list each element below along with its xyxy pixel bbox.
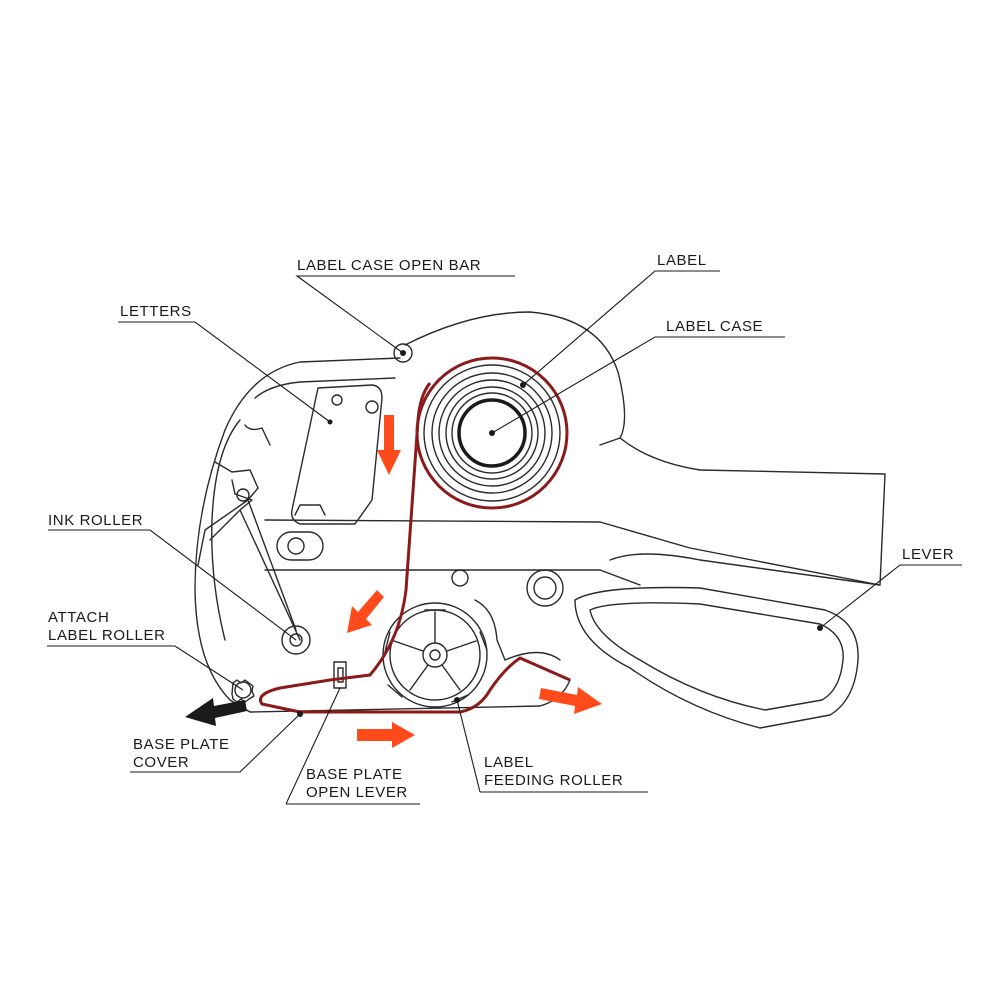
bar-connector xyxy=(276,531,469,587)
flow-arrows xyxy=(347,415,602,748)
ink-roller-arm xyxy=(197,424,301,641)
flow-arrow-down xyxy=(377,415,401,475)
base-plate-open-lever-text-2: OPEN LEVER xyxy=(306,784,408,801)
lever-text: LEVER xyxy=(902,546,954,563)
label-tape-path xyxy=(259,382,571,714)
eject-arrow xyxy=(185,698,247,726)
base-plate-open-lever-text-1: BASE PLATE xyxy=(306,766,403,783)
ink-roller-text: INK ROLLER xyxy=(48,512,143,529)
label-case-text: LABEL CASE xyxy=(666,318,763,335)
device-body xyxy=(194,311,886,729)
flow-arrow-right-exit xyxy=(539,687,602,714)
ink-roller xyxy=(281,625,311,655)
letters-text: LETTERS xyxy=(120,303,192,320)
base-plate-open-lever xyxy=(333,661,347,689)
callout-labels: LABEL CASE OPEN BAR LABEL LABEL CASE LET… xyxy=(48,252,954,801)
label-feeding-roller-text-2: FEEDING ROLLER xyxy=(484,772,623,789)
attach-label-roller xyxy=(231,679,255,703)
leader-lines xyxy=(47,270,962,805)
letters-block xyxy=(290,384,383,525)
label-text: LABEL xyxy=(657,252,707,269)
label-feeding-roller xyxy=(382,599,561,708)
flow-arrow-diagonal xyxy=(347,590,384,633)
base-plate-cover-text-2: COVER xyxy=(133,754,189,771)
label-feeding-roller-text-1: LABEL xyxy=(484,754,534,771)
attach-label-roller-text-2: LABEL ROLLER xyxy=(48,627,166,644)
label-case-open-bar-text: LABEL CASE OPEN BAR xyxy=(297,257,481,274)
attach-label-roller-text-1: ATTACH xyxy=(48,609,109,626)
flow-arrow-right-base xyxy=(357,722,415,748)
base-plate-cover-text-1: BASE PLATE xyxy=(133,736,230,753)
